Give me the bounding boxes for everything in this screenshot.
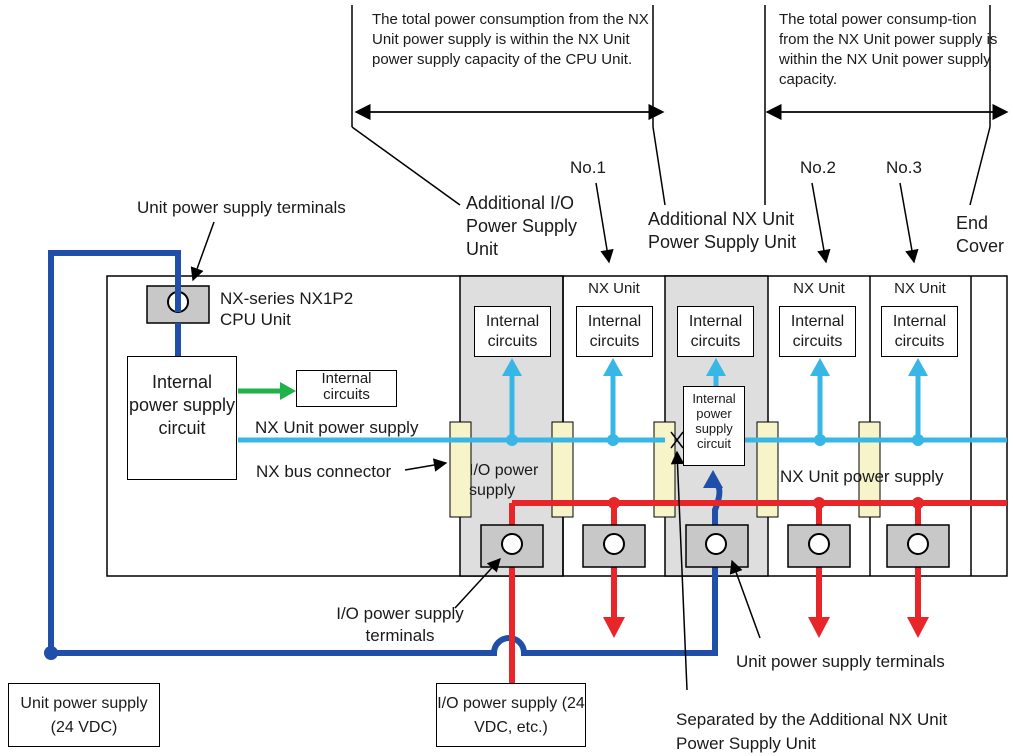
- nx-power-arrowhead: [502, 358, 522, 376]
- bus-connector: [653, 421, 676, 518]
- unit-power-terminals-label-bottom: Unit power supply terminals: [736, 652, 945, 671]
- end-cover-label: End Cover: [956, 213, 1005, 256]
- left-capacity-note: The total power consumption from the NX …: [372, 11, 649, 68]
- io-power-arrowhead: [907, 617, 929, 638]
- terminal-circle: [501, 533, 523, 555]
- nx-bus-connector-label: NX bus connector: [256, 462, 392, 481]
- bus-connector: [756, 421, 779, 518]
- bus-connector: [858, 421, 881, 518]
- unit-terminals-pointer: [729, 559, 761, 639]
- unit-power-supply-source: Unit power supply (24 VDC): [8, 683, 160, 747]
- internal-power-supply-circuit-small: Internal power supply circuit: [683, 386, 745, 466]
- no3-pointer: [899, 182, 919, 264]
- nx-unit-title-no1: NX Unit: [588, 280, 640, 297]
- unit-power-arrowhead: [703, 470, 723, 488]
- terminal-circle: [808, 533, 830, 555]
- additional-io-unit-label: Additional I/O Power Supply Unit: [466, 193, 578, 259]
- bus-connector-pointer: [404, 458, 448, 472]
- nx-unit-title-no2: NX Unit: [793, 280, 845, 297]
- no2-label: No.2: [800, 158, 836, 177]
- bus-connector: [449, 421, 472, 518]
- internal-circuits-no1: Internal circuits: [576, 306, 653, 357]
- bracket-line: [652, 126, 666, 206]
- no1-pointer: [595, 182, 614, 264]
- io-power-arrowhead: [603, 617, 625, 638]
- separation-mark: [670, 431, 684, 449]
- internal-power-supply-circuit: Internal power supply circuit: [127, 356, 237, 480]
- bracket-line: [969, 126, 991, 206]
- cpu-internal-circuits: Internal circuits: [296, 370, 397, 407]
- bracket-line: [351, 126, 461, 206]
- nx-unit-power-supply-label-right: NX Unit power supply: [780, 467, 944, 486]
- unit-power-line: [48, 250, 181, 653]
- internal-circuits-nx-supply: Internal circuits: [677, 306, 754, 357]
- right-capacity-note: The total power consump-tion from the NX…: [779, 11, 998, 88]
- cpu-unit-label: NX-series NX1P2 CPU Unit: [220, 289, 354, 329]
- nx-unit-title-no3: NX Unit: [894, 280, 946, 297]
- terminal-circle: [907, 533, 929, 555]
- separated-by-label: Separated by the Additional NX Unit Powe…: [676, 710, 948, 753]
- io-power-arrowhead: [808, 617, 830, 638]
- io-power-terminals-label: I/O power supply terminals: [336, 604, 464, 645]
- io-power-supply-inner-label: I/O power supply: [469, 462, 539, 499]
- nx-power-arrowhead: [603, 358, 623, 376]
- no3-label: No.3: [886, 158, 922, 177]
- separation-pointer: [670, 450, 688, 691]
- unit-power-terminals-label-top: Unit power supply terminals: [137, 198, 346, 217]
- no2-pointer: [811, 182, 831, 264]
- bus-connector: [551, 421, 574, 518]
- terminal-circle: [705, 533, 727, 555]
- terminals-pointer-top: [190, 221, 215, 282]
- terminal-circle: [603, 533, 625, 555]
- internal-circuits-no3: Internal circuits: [881, 306, 958, 357]
- nx-power-arrowhead: [908, 358, 928, 376]
- unit-power-junction: [44, 646, 58, 660]
- internal-arrowhead: [280, 382, 296, 400]
- nx-power-arrowhead: [810, 358, 830, 376]
- internal-circuits-io-unit: Internal circuits: [474, 306, 551, 357]
- no1-label: No.1: [570, 158, 606, 177]
- io-power-supply-source: I/O power supply (24 VDC, etc.): [436, 683, 586, 747]
- nx-unit-power-supply-label-left: NX Unit power supply: [255, 418, 419, 437]
- io-terminals-pointer: [454, 558, 501, 609]
- nx-power-arrowhead: [706, 358, 726, 376]
- additional-nx-unit-label: Additional NX Unit Power Supply Unit: [648, 209, 797, 252]
- internal-circuits-no2: Internal circuits: [779, 306, 856, 357]
